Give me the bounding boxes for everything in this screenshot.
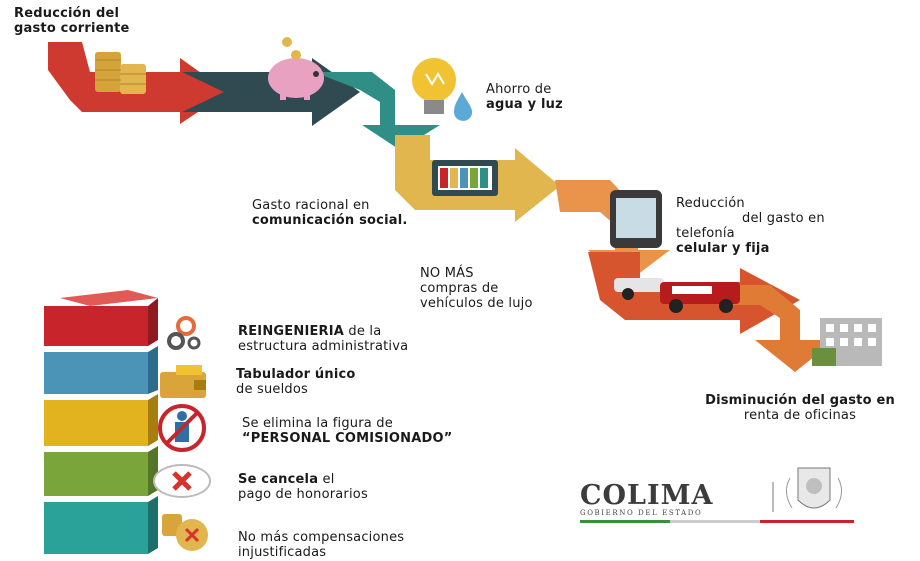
block-label-line2: injustificadas	[238, 545, 327, 560]
coat-of-arms-icon	[786, 467, 842, 509]
cancel-x-icon	[153, 464, 211, 498]
step-label: renta de oficinas	[743, 408, 857, 423]
block-label-line2: “PERSONAL COMISIONADO”	[242, 431, 453, 446]
flow-band-orange	[555, 180, 670, 282]
step-ahorro-agua-luz: Ahorro de agua y luz	[486, 82, 563, 112]
coins-icon	[95, 52, 146, 94]
wallet-icon	[160, 365, 206, 398]
block-label-rest: de la	[344, 324, 382, 339]
step-label: comunicación social.	[252, 213, 408, 228]
car-icon	[614, 278, 740, 313]
step-label: agua y luz	[486, 97, 563, 112]
step-telefonia: Reducción del gasto en telefonía celular…	[676, 196, 825, 256]
step-label: compras de	[420, 281, 499, 296]
step-comunicacion-social: Gasto racional en comunicación social.	[252, 198, 408, 228]
block-label-line2: pago de honorarios	[238, 487, 368, 502]
cube-red	[44, 290, 158, 346]
block-label-rest: No más compensaciones	[238, 530, 405, 545]
piggy-bank-icon	[268, 37, 324, 100]
cube-stack	[44, 290, 158, 554]
cube-blue	[44, 346, 158, 394]
tablet-icon	[432, 160, 498, 196]
logo-wordmark: COLIMA	[580, 480, 714, 511]
no-person-icon	[158, 404, 206, 452]
block-label-line2: estructura administrativa	[238, 339, 409, 354]
block-label-rest: el	[318, 472, 335, 487]
step-label: Reducción	[676, 196, 745, 211]
logo-subtitle: GOBIERNO DEL ESTADO	[580, 509, 703, 517]
colima-logo: COLIMA GOBIERNO DEL ESTADO	[580, 480, 713, 517]
step-label: vehículos de lujo	[420, 296, 533, 311]
cube-green	[44, 446, 158, 496]
block-label-rest: Se elimina la figura de	[242, 416, 393, 431]
step-label: Ahorro de	[486, 82, 552, 97]
block-label-tabulador: Tabulador único de sueldos	[236, 367, 356, 397]
smartphone-icon	[610, 190, 662, 248]
flow-band-teal	[314, 72, 440, 150]
block-label-compensaciones: No más compensaciones injustificadas	[238, 530, 404, 560]
step-reduccion-gasto: Reducción del gasto corriente	[14, 6, 130, 36]
step-label: Gasto racional en	[252, 198, 370, 213]
block-label-bold: Se cancela	[238, 472, 319, 487]
step-label: telefonía	[676, 226, 735, 241]
block-label-bold: Tabulador único	[236, 367, 356, 382]
step-vehiculos: NO MÁS compras de vehículos de lujo	[420, 266, 533, 311]
step-label: gasto corriente	[14, 21, 130, 36]
step-label: NO MÁS	[420, 266, 474, 281]
flow-band-final	[730, 285, 835, 372]
step-label: Disminución del gasto en	[705, 393, 895, 408]
water-drop-icon	[454, 92, 473, 121]
step-label: Reducción del	[14, 6, 120, 21]
block-label-honorarios: Se cancela el pago de honorarios	[238, 472, 368, 502]
step-label: del gasto en	[742, 211, 825, 226]
block-label-line2: de sueldos	[236, 382, 308, 397]
step-label: celular y fija	[676, 241, 770, 256]
cube-yellow	[44, 394, 158, 446]
lightbulb-icon	[412, 58, 456, 114]
gears-icon	[167, 316, 201, 350]
logo-tricolor-line	[580, 520, 854, 523]
coins-x-icon	[162, 514, 208, 551]
step-renta-oficinas: Disminución del gasto en renta de oficin…	[682, 393, 918, 423]
building-icon	[812, 318, 882, 366]
block-label-bold: REINGENIERIA	[238, 324, 345, 339]
block-label-reingenieria: REINGENIERIA de la estructura administra…	[238, 324, 408, 354]
block-label-personal-comisionado: Se elimina la figura de “PERSONAL COMISI…	[242, 416, 452, 446]
cube-teal	[44, 496, 158, 554]
